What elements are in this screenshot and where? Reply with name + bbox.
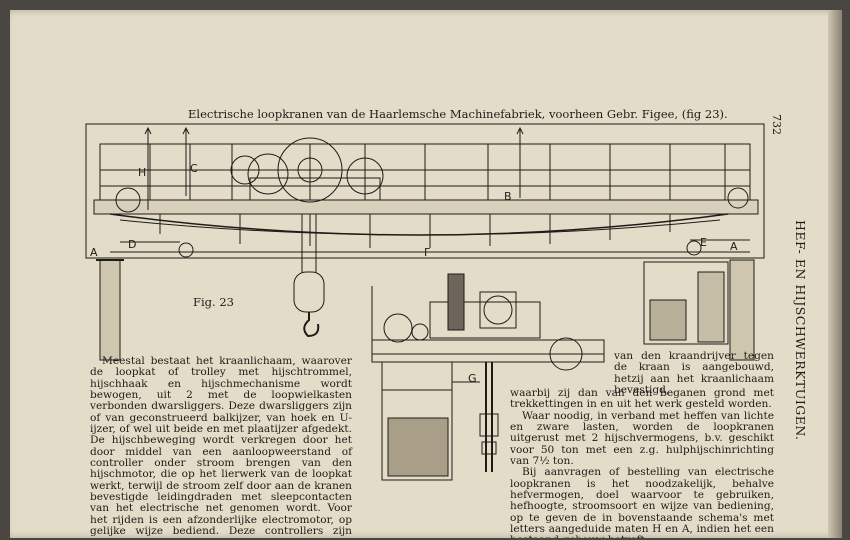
side-trolley-wheel-left: [383, 313, 413, 343]
hook-block: [293, 271, 325, 313]
paragraph: Waar noodig, in verband met heffen van l…: [510, 409, 774, 468]
label-E: E: [700, 236, 707, 249]
text-column-left: Meestal bestaat het kraanlichaam, waarov…: [90, 355, 352, 538]
paragraph: waarbij zij dan van den beganen grond me…: [510, 387, 774, 411]
trolley-wheel-small: [247, 153, 289, 195]
book-spine: [828, 10, 842, 538]
text-column-right: waarbij zij dan van den beganen grond me…: [510, 387, 774, 538]
text-column-right-top: van den kraandrijver tegen de kraan is a…: [614, 350, 774, 397]
crane-hook: [303, 312, 320, 338]
girder-belly: [109, 213, 729, 236]
main-girder: [93, 199, 759, 215]
paragraph: van den kraandrijver tegen de kraan is a…: [614, 350, 774, 397]
figure-caption: Electrische loopkranen van de Haarlemsch…: [188, 107, 728, 121]
crane-diagram: H C B A D F E A G: [85, 123, 765, 481]
label-D: D: [128, 238, 136, 251]
label-H: H: [138, 166, 146, 179]
paragraph: Bij aanvragen of bestelling van electris…: [510, 466, 774, 538]
book-page: Electrische loopkranen van de Haarlemsch…: [10, 10, 842, 538]
label-F: F: [424, 246, 430, 259]
diagram-frame: [85, 123, 765, 259]
side-trolley-frame: [371, 339, 605, 363]
side-trolley-wheel-right: [549, 337, 583, 371]
operator-cage: [643, 261, 729, 345]
label-A-right: A: [730, 240, 738, 253]
paragraph: Meestal bestaat het kraanlichaam, waarov…: [90, 355, 352, 538]
trolley-wheel-large: [277, 137, 343, 203]
label-G: G: [468, 372, 477, 385]
label-C: C: [190, 162, 198, 175]
side-cage-panel: [387, 417, 449, 477]
label-A-left: A: [90, 246, 98, 259]
label-B: B: [504, 190, 512, 203]
figure-label: Fig. 23: [193, 295, 234, 309]
